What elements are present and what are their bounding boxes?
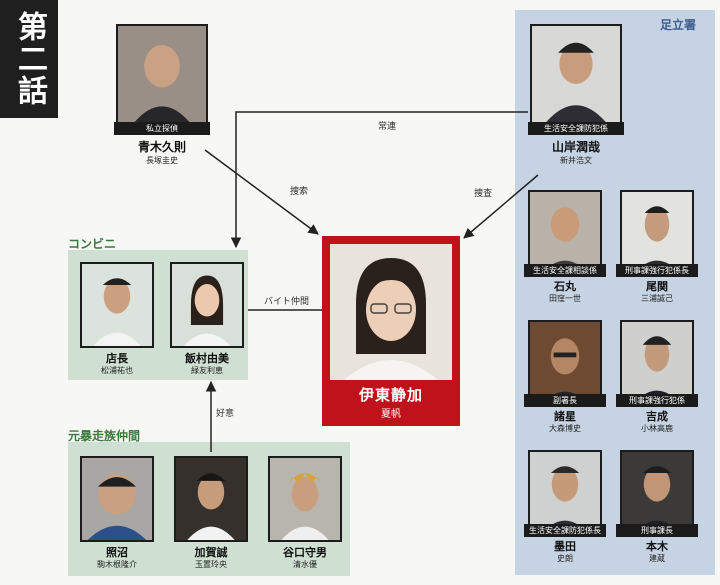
character-name: 石丸 bbox=[554, 280, 576, 293]
portrait-photo bbox=[528, 190, 602, 276]
relation-regular-label: 常連 bbox=[378, 122, 397, 132]
character-card-yoshinari[interactable]: 刑事課強行犯係 吉成 小林高鹿 bbox=[616, 316, 698, 433]
character-card-taniguchi[interactable]: 谷口守男 清水優 bbox=[264, 452, 346, 569]
portrait-photo bbox=[528, 450, 602, 536]
portrait-photo bbox=[174, 456, 248, 542]
portrait-photo bbox=[170, 262, 244, 348]
relation-search-label: 捜索 bbox=[290, 187, 309, 197]
character-name: 吉成 bbox=[646, 410, 668, 423]
portrait-photo bbox=[528, 320, 602, 406]
portrait-photo bbox=[530, 24, 622, 124]
role-label: 生活安全課防犯係 bbox=[528, 122, 624, 135]
character-card-morohoshi[interactable]: 副署長 諸星 大森博史 bbox=[524, 316, 606, 433]
gang-group-label: 元暴走族仲間 bbox=[68, 429, 141, 443]
portrait-photo bbox=[620, 320, 694, 406]
character-name: 本木 bbox=[646, 540, 668, 553]
portrait-photo bbox=[116, 24, 208, 124]
character-card-tencho[interactable]: 店長 松浦祐也 bbox=[76, 258, 158, 375]
actor-name: 緑友利恵 bbox=[191, 366, 223, 375]
character-card-yamagishi[interactable]: 生活安全課防犯係 山岸潤哉 新井浩文 bbox=[528, 22, 624, 165]
actor-name: 玉置玲央 bbox=[195, 560, 227, 569]
character-name: 墨田 bbox=[554, 540, 576, 553]
conbini-group-label: コンビニ bbox=[68, 237, 117, 251]
role-label: 生活安全課相談係 bbox=[524, 264, 606, 277]
role-label: 刑事課強行犯係 bbox=[616, 394, 698, 407]
line-search-right bbox=[463, 174, 539, 239]
character-name: 谷口守男 bbox=[283, 546, 327, 559]
role-label: 私立探偵 bbox=[114, 122, 210, 135]
role-label: 副署長 bbox=[524, 394, 606, 407]
actor-name: 大森博史 bbox=[549, 424, 581, 433]
relation-crush-label: 好意 bbox=[216, 409, 235, 419]
line-regular bbox=[230, 111, 528, 249]
character-name: 店長 bbox=[106, 352, 128, 365]
character-card-iimura[interactable]: 飯村由美 緑友利恵 bbox=[166, 258, 248, 375]
actor-name: 新井浩文 bbox=[560, 156, 592, 165]
actor-name: 建蔵 bbox=[649, 554, 665, 563]
role-label: 刑事課強行犯係長 bbox=[616, 264, 698, 277]
character-card-kagama[interactable]: 加賀誠 玉置玲央 bbox=[170, 452, 252, 569]
line-search-left bbox=[204, 149, 319, 235]
main-character-card[interactable]: 伊東静加 夏帆 bbox=[322, 236, 460, 426]
character-card-aoki[interactable]: 私立探偵 青木久則 長塚圭史 bbox=[114, 22, 210, 165]
main-actor-name: 夏帆 bbox=[381, 409, 401, 420]
actor-name: 三浦誠己 bbox=[641, 294, 673, 303]
character-name: 青木久則 bbox=[137, 140, 186, 154]
actor-name: 駒木根隆介 bbox=[97, 560, 137, 569]
character-card-sumida[interactable]: 生活安全課防犯係長 墨田 史朗 bbox=[524, 446, 606, 563]
main-character-name: 伊東静加 bbox=[358, 386, 423, 404]
character-card-motoki[interactable]: 刑事課長 本木 建蔵 bbox=[616, 446, 698, 563]
actor-name: 小林高鹿 bbox=[641, 424, 673, 433]
character-card-ozeki[interactable]: 刑事課強行犯係長 尾関 三浦誠己 bbox=[616, 186, 698, 303]
actor-name: 史朗 bbox=[557, 554, 573, 563]
portrait-photo bbox=[80, 456, 154, 542]
portrait-photo bbox=[80, 262, 154, 348]
episode-title: 第二話 bbox=[0, 0, 58, 118]
police-group-label: 足立署 bbox=[660, 18, 697, 32]
character-name: 諸星 bbox=[554, 410, 576, 423]
portrait-photo bbox=[330, 244, 452, 380]
relation-investigate-label: 捜査 bbox=[474, 189, 493, 199]
character-name: 加賀誠 bbox=[194, 546, 228, 559]
character-name: 飯村由美 bbox=[185, 352, 229, 365]
character-card-terunuma[interactable]: 照沼 駒木根隆介 bbox=[76, 452, 158, 569]
portrait-photo bbox=[268, 456, 342, 542]
actor-name: 松浦祐也 bbox=[101, 366, 133, 375]
role-label: 生活安全課防犯係長 bbox=[524, 524, 606, 537]
relation-part-time-label: バイト仲間 bbox=[264, 297, 310, 307]
character-name: 山岸潤哉 bbox=[551, 140, 600, 154]
actor-name: 清水優 bbox=[293, 560, 317, 569]
actor-name: 長塚圭史 bbox=[146, 156, 178, 165]
character-name: 照沼 bbox=[106, 546, 128, 559]
portrait-photo bbox=[620, 190, 694, 276]
character-name: 尾関 bbox=[646, 280, 668, 293]
character-card-ishimaru[interactable]: 生活安全課相談係 石丸 田窪一世 bbox=[524, 186, 606, 303]
role-label: 刑事課長 bbox=[616, 524, 698, 537]
actor-name: 田窪一世 bbox=[549, 294, 581, 303]
